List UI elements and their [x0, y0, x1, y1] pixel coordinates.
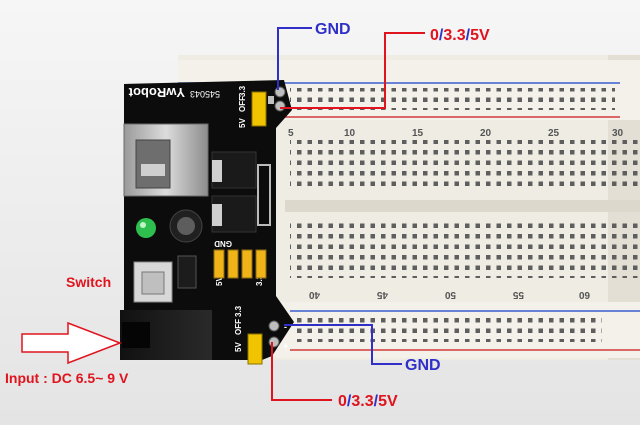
bb-num-bottom-3: 50	[444, 289, 456, 300]
header-pin-label-5v: 5V	[215, 276, 224, 286]
header-pin-3	[241, 249, 253, 279]
top-pin-label-off: OFF	[238, 96, 247, 112]
regulator-tab-1	[212, 160, 222, 182]
bottom-vcc-pin	[268, 336, 280, 348]
top-jumper-pin	[268, 96, 274, 104]
bb-num-top-3: 15	[412, 128, 424, 139]
callout-lines	[271, 27, 425, 401]
center-channel	[285, 200, 640, 212]
capacitor-top	[177, 217, 195, 235]
gnd-bottom-label: GND	[405, 357, 441, 374]
usb-connector	[123, 123, 209, 197]
switch-label: Switch	[66, 274, 111, 290]
smd-resistors	[257, 164, 271, 226]
voltage-bottom-slash-2: /	[374, 393, 379, 410]
bottom-pin-label-off: OFF	[234, 319, 243, 335]
voltage-top-label: 0/3.3/5V	[430, 27, 490, 44]
input-label: Input : DC 6.5~ 9 V	[5, 370, 129, 386]
bottom-terminal-holes	[290, 218, 640, 278]
bb-num-top-4: 20	[480, 128, 492, 139]
bottom-jumper[interactable]	[247, 333, 263, 365]
bb-num-bottom-1: 60	[578, 289, 590, 300]
top-terminal-holes	[290, 140, 640, 192]
gnd-header-label: GND	[214, 239, 232, 248]
voltage-top-0: 0	[430, 27, 439, 44]
bottom-rail-holes	[292, 318, 602, 342]
top-jumper[interactable]	[251, 91, 267, 127]
bb-num-top-5: 25	[548, 128, 560, 139]
bb-num-top-2: 10	[344, 128, 356, 139]
regulator-tab-2	[212, 204, 222, 226]
usb-contact	[141, 164, 165, 176]
top-pin-label-3v3: 3.3	[238, 85, 247, 97]
voltage-bottom-label: 0/3.3/5V	[338, 393, 398, 410]
voltage-top-slash-1: /	[439, 27, 444, 44]
top-gnd-pin	[274, 86, 286, 98]
voltage-top-5v: 5V	[470, 27, 490, 44]
header-pin-2	[227, 249, 239, 279]
bb-num-bottom-4: 45	[376, 289, 388, 300]
top-vcc-pin	[274, 100, 286, 112]
voltage-bottom-5v: 5V	[378, 393, 398, 410]
volt-top-leader	[280, 32, 425, 109]
gnd-bottom-leader	[284, 324, 402, 365]
board-brand-label: YwRobot	[128, 85, 185, 100]
switch-component	[177, 255, 197, 289]
bottom-pin-label-3v3: 3.3	[234, 305, 243, 317]
bottom-gnd-pin	[268, 320, 280, 332]
dc-jack-opening	[122, 322, 150, 348]
rail-minus-mark: -	[284, 322, 287, 332]
board-model-label: 545043	[190, 89, 220, 99]
top-rail-holes	[290, 88, 615, 110]
bb-num-top-6: 30	[612, 128, 624, 139]
bb-num-top-1: 5	[288, 128, 294, 139]
breadboard: 5 10 15 20 25 30 60 55 50 45 40	[178, 55, 640, 360]
voltage-bottom-0: 0	[338, 393, 347, 410]
input-arrow	[21, 321, 123, 365]
voltage-top-3v3: 3.3	[443, 27, 465, 44]
bottom-pin-label-5v: 5V	[234, 342, 243, 352]
header-pin-1	[213, 249, 225, 279]
volt-bottom-leader	[271, 342, 332, 401]
gnd-top-label: GND	[315, 21, 351, 38]
power-led	[136, 218, 156, 238]
voltage-top-slash-2: /	[466, 27, 471, 44]
power-switch-button[interactable]	[141, 271, 165, 295]
rail-plus-mark: +	[283, 341, 288, 351]
bb-num-bottom-5: 40	[308, 289, 320, 300]
voltage-bottom-3v3: 3.3	[351, 393, 373, 410]
top-pin-label-5v: 5V	[238, 118, 247, 128]
bb-num-bottom-2: 55	[512, 289, 524, 300]
power-led-glint	[140, 222, 146, 228]
header-pin-4	[255, 249, 267, 279]
power-module: YwRobot 545043 5V OFF 3.3 5V OFF 3.3 GND…	[120, 80, 294, 365]
output-header	[213, 249, 267, 279]
gnd-top-leader	[277, 27, 312, 90]
voltage-bottom-slash-1: /	[347, 393, 352, 410]
